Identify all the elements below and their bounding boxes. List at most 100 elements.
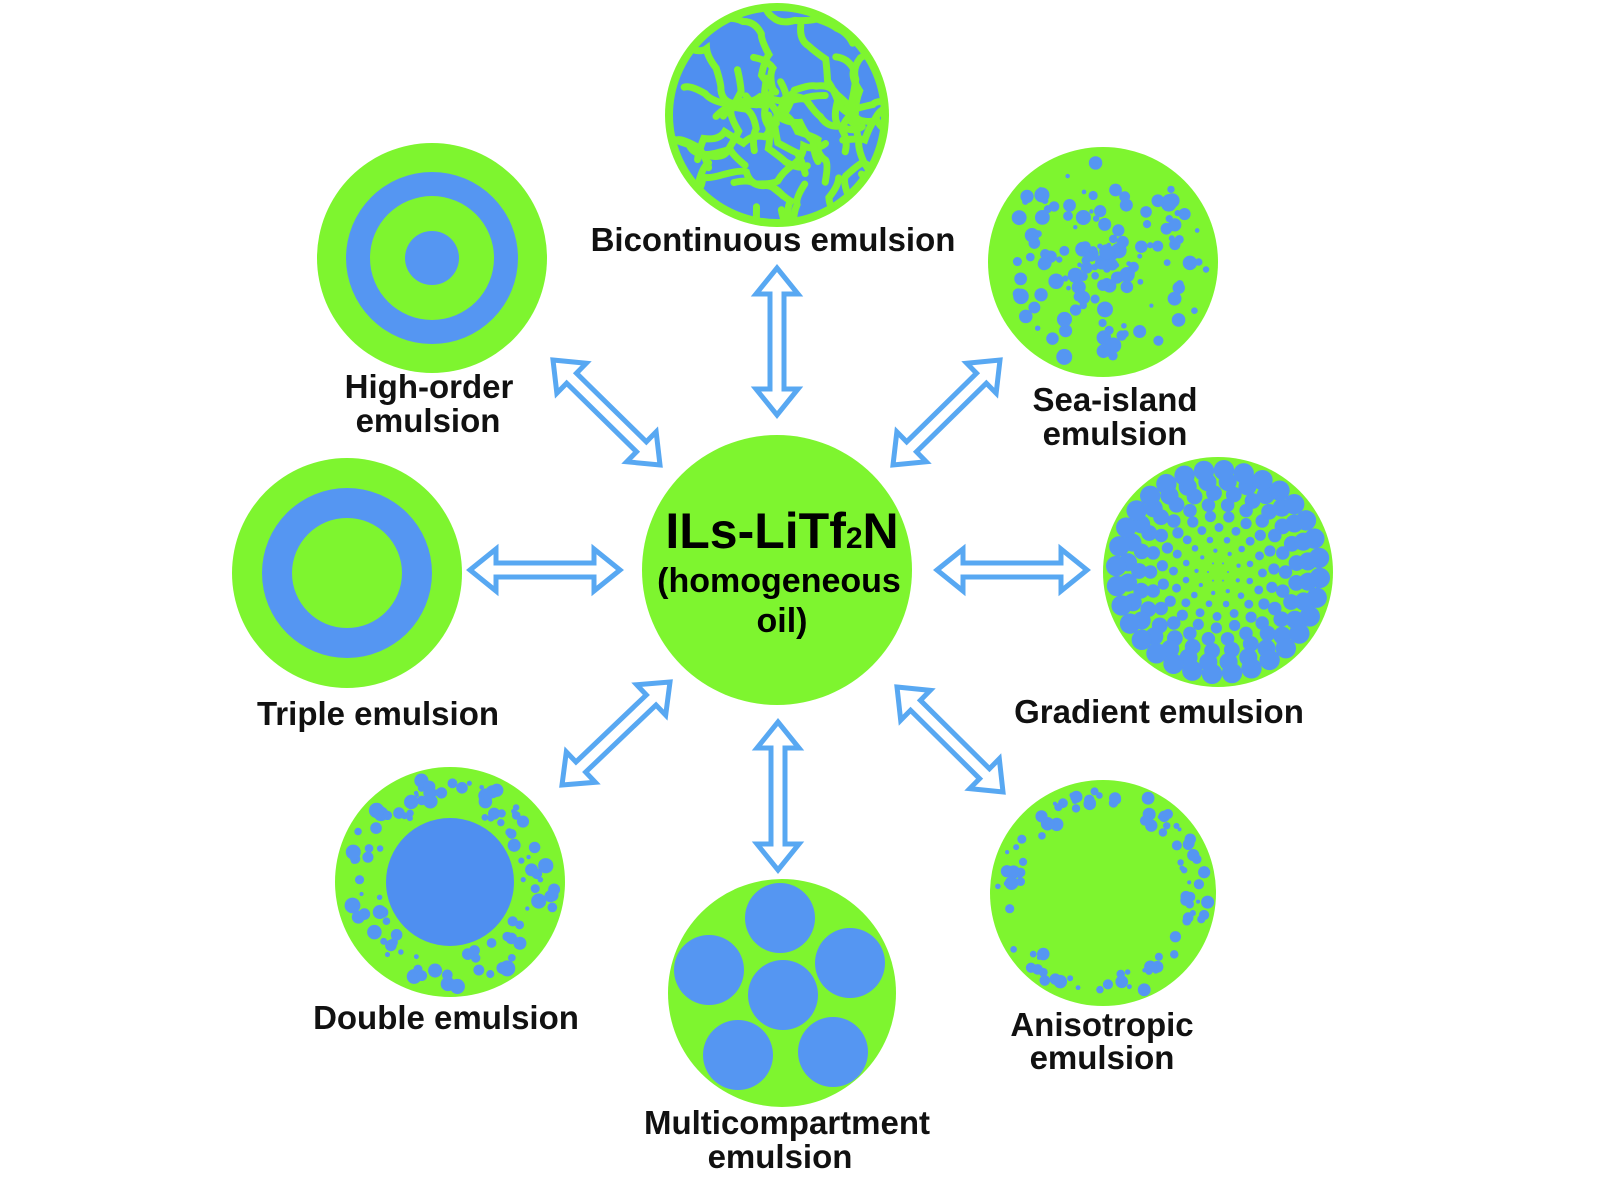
anisotropic-droplet [1004, 876, 1019, 891]
anisotropic-droplet [1126, 984, 1132, 990]
gradient-droplet [1109, 536, 1130, 557]
bicontinuous-domain [790, 82, 887, 115]
sea-island-droplet [1096, 344, 1111, 359]
gradient-droplet [1212, 579, 1214, 582]
sea-island-droplet [1088, 156, 1103, 170]
gradient-droplet [1268, 601, 1282, 616]
gradient-droplet [1306, 587, 1327, 608]
sea-island-droplet [1175, 280, 1184, 288]
gradient-droplet [1229, 609, 1239, 618]
double-droplet [466, 780, 472, 786]
sea-island-droplet [1079, 241, 1091, 253]
sea-island-droplet [1119, 198, 1133, 212]
gradient-droplet [1183, 626, 1197, 641]
double-droplet [530, 884, 540, 894]
sea-island-droplet [1078, 272, 1088, 281]
gradient-droplet [1289, 623, 1310, 644]
sea-island-droplet [1037, 257, 1051, 271]
bicontinuous-domain [717, 14, 780, 96]
bicontinuous-domain [760, 5, 857, 47]
double-droplet [345, 844, 361, 860]
sea-island-droplet [1120, 280, 1134, 294]
double-droplet [531, 868, 543, 880]
sea-island-droplet [1097, 243, 1103, 249]
gradient-droplet [1284, 494, 1305, 515]
anisotropic-droplet [1071, 804, 1081, 813]
double-droplet [490, 783, 504, 797]
gradient-droplet [1237, 592, 1245, 599]
anisotropic-droplet [1040, 816, 1055, 831]
gradient-droplet [1201, 498, 1216, 512]
gradient-droplet [1174, 465, 1195, 486]
gradient-droplet [1156, 473, 1177, 495]
anisotropic-droplet [1139, 815, 1151, 826]
bicontinuous-domain [821, 174, 847, 225]
gradient-droplet [1201, 663, 1223, 685]
double-droplet [526, 854, 531, 860]
gradient-droplet [1181, 598, 1191, 608]
sea-island-droplet [1048, 201, 1060, 212]
double-droplet [507, 916, 518, 927]
gradient-droplet [1308, 547, 1330, 569]
double-droplet [449, 978, 465, 994]
gradient-droplet [1268, 563, 1280, 575]
sea-island-droplet [1149, 303, 1154, 308]
bicontinuous-domain [702, 66, 745, 160]
double-headed-arrow-6 [751, 718, 805, 874]
sea-island-emulsion-circle [988, 147, 1218, 377]
triple-emulsion-circle [232, 458, 462, 688]
anisotropic-droplet [1187, 880, 1192, 885]
anisotropic-droplet [1017, 834, 1027, 844]
gradient-droplet [1116, 517, 1137, 538]
gradient-droplet [1275, 638, 1296, 659]
anisotropic-droplet [1197, 915, 1206, 924]
double-droplet [480, 788, 492, 800]
sea-island-droplet [1088, 190, 1098, 201]
bicontinuous-domain [760, 74, 822, 165]
gradient-droplet [1258, 598, 1270, 610]
anisotropic-droplet [1090, 799, 1096, 805]
gradient-droplet [1111, 595, 1132, 616]
gradient-droplet [1154, 601, 1168, 616]
gradient-droplet [1214, 523, 1224, 532]
sea-island-droplet [1048, 273, 1064, 289]
sea-island-droplet [1092, 249, 1097, 255]
gradient-droplet [1172, 549, 1182, 559]
sea-island-droplet [1168, 218, 1182, 232]
sea-island-droplet [1067, 267, 1084, 283]
double-droplet [398, 949, 404, 955]
anisotropic-droplet [1029, 950, 1037, 958]
sea-island-droplet [1080, 261, 1093, 274]
gradient-droplet [1154, 528, 1168, 543]
double-droplet [481, 813, 489, 821]
sea-island-droplet [1091, 272, 1099, 280]
double-droplet [367, 924, 382, 940]
double-droplet [354, 827, 362, 836]
gradient-droplet [1264, 545, 1276, 557]
gradient-droplet [1205, 600, 1213, 608]
anisotropic-droplet [1173, 822, 1180, 829]
double-droplet [406, 809, 414, 817]
high-order-label-line2: emulsion [356, 402, 501, 439]
sea-island-droplet [1137, 278, 1144, 285]
double-droplet [376, 845, 384, 852]
anisotropic-droplet [1171, 840, 1182, 851]
sea-island-droplet [1020, 189, 1034, 204]
double-droplet [528, 841, 541, 854]
gradient-droplet [1259, 625, 1276, 642]
center-title: ILs-LiTf2N [665, 503, 898, 559]
sea-island-droplet [1109, 234, 1118, 244]
anisotropic-droplet [1163, 822, 1171, 830]
high-order-label-line1: High-order [345, 368, 514, 405]
gradient-droplet [1212, 612, 1222, 621]
sea-island-droplet [1133, 324, 1147, 338]
sea-island-droplet [1040, 249, 1051, 260]
gradient-droplet [1195, 608, 1205, 618]
double-droplet [435, 787, 448, 799]
anisotropic-emulsion-circle [990, 780, 1216, 1006]
double-droplet [507, 838, 521, 852]
gradient-droplet [1229, 619, 1241, 632]
gradient-droplet [1222, 600, 1230, 608]
double-headed-arrow-3 [466, 543, 624, 597]
center-homogeneous-oil-circle [642, 435, 912, 705]
